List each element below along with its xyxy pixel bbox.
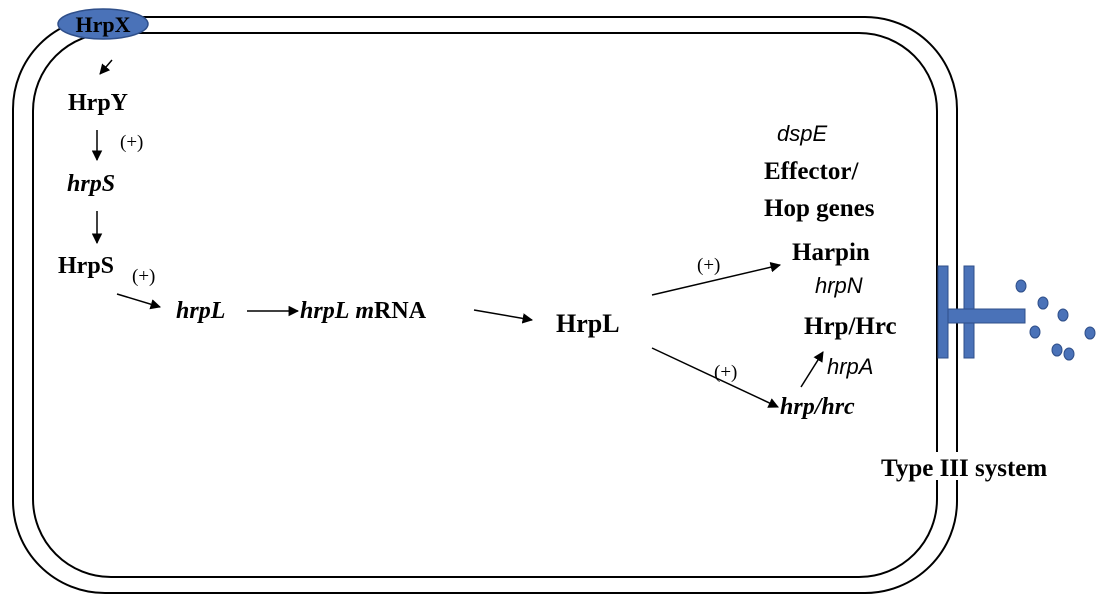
- t3ss-needle: [947, 308, 1026, 324]
- effector-dot: [1051, 343, 1063, 357]
- hrpa-label: hrpA: [827, 354, 873, 379]
- plus-label-2: (+): [132, 266, 155, 287]
- type3-system-label: Type III system: [881, 455, 1047, 482]
- hrps-gene-label: hrpS: [67, 171, 115, 197]
- effector-dot: [1057, 308, 1069, 322]
- effector-dot: [1084, 326, 1096, 340]
- hrpl-gene-label: hrpL: [176, 298, 225, 324]
- dspe-label: dspE: [777, 121, 827, 146]
- t3ss-left-pillar: [937, 265, 949, 359]
- cell-inner-membrane: [32, 32, 938, 578]
- arrow-hrpl-to-hrp-hrc: [651, 347, 779, 408]
- hrpl-mrna-m: m: [355, 298, 374, 324]
- hrpx-label: HrpX: [76, 12, 131, 37]
- arrow-hrpx-to-hrpy: [99, 59, 113, 75]
- hrps-protein-label: HrpS: [58, 253, 114, 279]
- plus-label-3: (+): [697, 255, 720, 276]
- hrpn-label: hrpN: [815, 273, 863, 298]
- type3-label-backing: [880, 452, 1080, 480]
- arrow-mrna-to-hrpl-protein: [473, 309, 534, 324]
- effector-line2-label: Hop genes: [764, 195, 875, 222]
- secreted-effectors: [1015, 279, 1096, 361]
- hrpx-protein-ellipse: [57, 8, 149, 40]
- arrow-hrpl-to-harpin: [651, 262, 782, 296]
- effector-dot: [1029, 325, 1041, 339]
- harpin-label: Harpin: [792, 239, 870, 266]
- arrow-hrps-to-hrpl: [116, 293, 162, 310]
- hrpl-mrna-gene: hrpL: [300, 298, 349, 324]
- plus-label-4: (+): [714, 362, 737, 383]
- effector-line1-label: Effector/: [764, 158, 859, 185]
- hrp-hrc-protein-label: Hrp/Hrc: [804, 313, 897, 340]
- hrp-hrc-gene-label: hrp/hrc: [780, 394, 855, 420]
- arrow-hrp-hrc-gene-to-protein: [800, 351, 824, 388]
- cell-outer-membrane: [12, 16, 958, 594]
- effector-dot: [1063, 347, 1075, 361]
- hrpl-mrna-rna: RNA: [374, 298, 427, 324]
- hrpy-label: HrpY: [68, 90, 128, 116]
- effector-dot: [1037, 296, 1049, 310]
- hrpl-protein-label: HrpL: [556, 309, 620, 338]
- effector-dot: [1015, 279, 1027, 293]
- plus-label-1: (+): [120, 132, 143, 153]
